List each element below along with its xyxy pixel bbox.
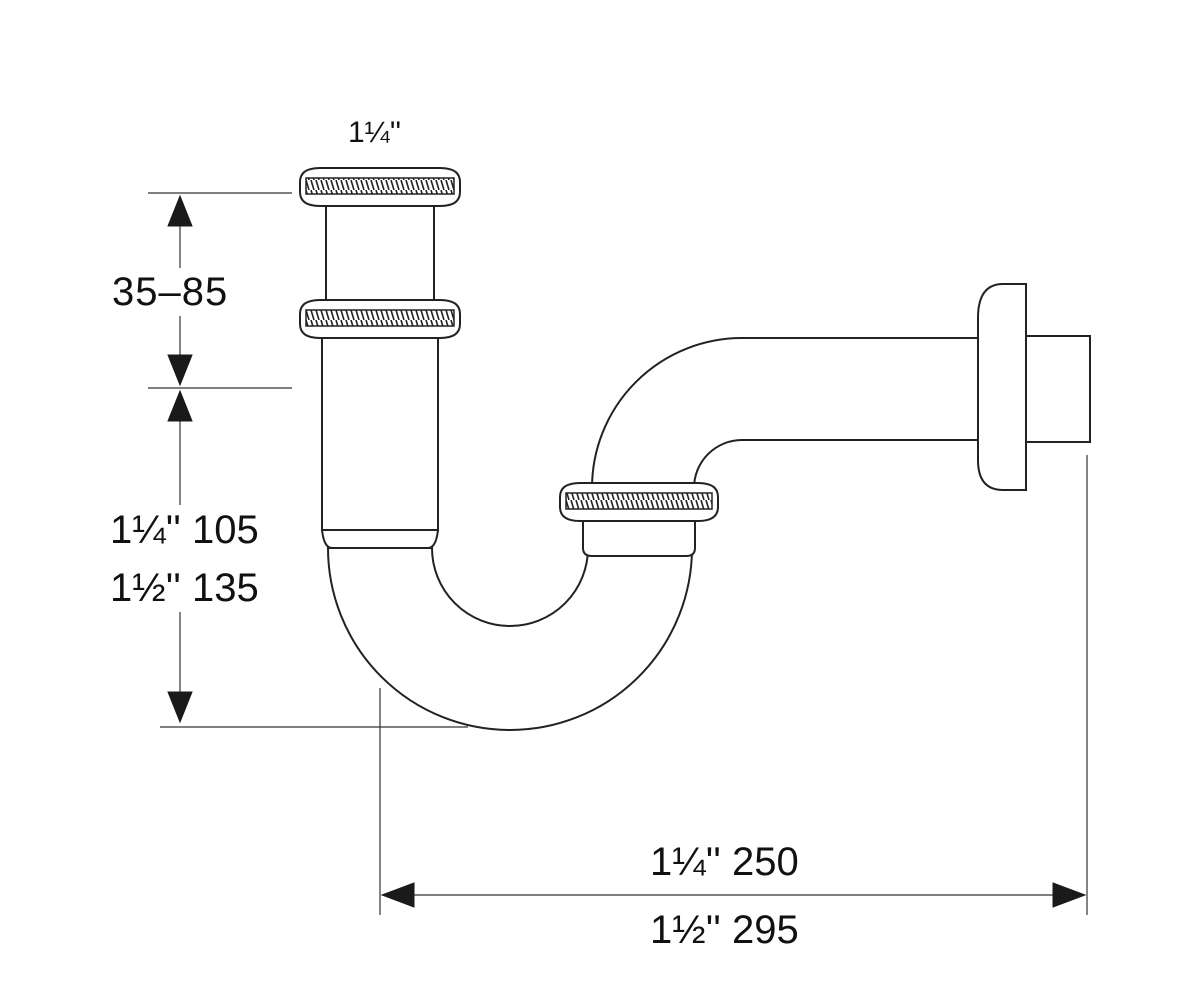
- arrowhead-down-icon: [167, 354, 193, 387]
- arrowhead-down-icon: [167, 691, 193, 724]
- arrowhead-up-icon: [167, 389, 193, 422]
- arrowhead-right-icon: [1052, 882, 1087, 908]
- arrowhead-up-icon: [167, 194, 193, 227]
- top-knurled-nut: [299, 167, 461, 207]
- bend-knurled-nut: [559, 482, 719, 522]
- middle-knurled-nut: [299, 299, 461, 339]
- dimension-height: [167, 389, 193, 724]
- bend-socket: [582, 517, 696, 557]
- adjust-range-label: 35–85: [112, 270, 229, 314]
- height-small-label: 1¼'' 105: [110, 508, 259, 552]
- outlet-arm: [590, 337, 979, 489]
- arrowhead-left-icon: [380, 882, 415, 908]
- height-large-label: 1½'' 135: [110, 566, 259, 610]
- wall-sleeve: [1017, 335, 1091, 443]
- inlet-tailpiece: [320, 203, 440, 549]
- dimension-width: [380, 882, 1087, 908]
- width-small-label: 1¼'' 250: [650, 840, 799, 884]
- width-large-label: 1½'' 295: [650, 908, 799, 952]
- inlet-size-label: 1¼'': [348, 116, 402, 149]
- extension-lines: [148, 192, 1088, 915]
- u-bend-pipe: [326, 547, 694, 731]
- dimension-adjust-range: [167, 194, 193, 387]
- wall-rosette: [977, 283, 1027, 491]
